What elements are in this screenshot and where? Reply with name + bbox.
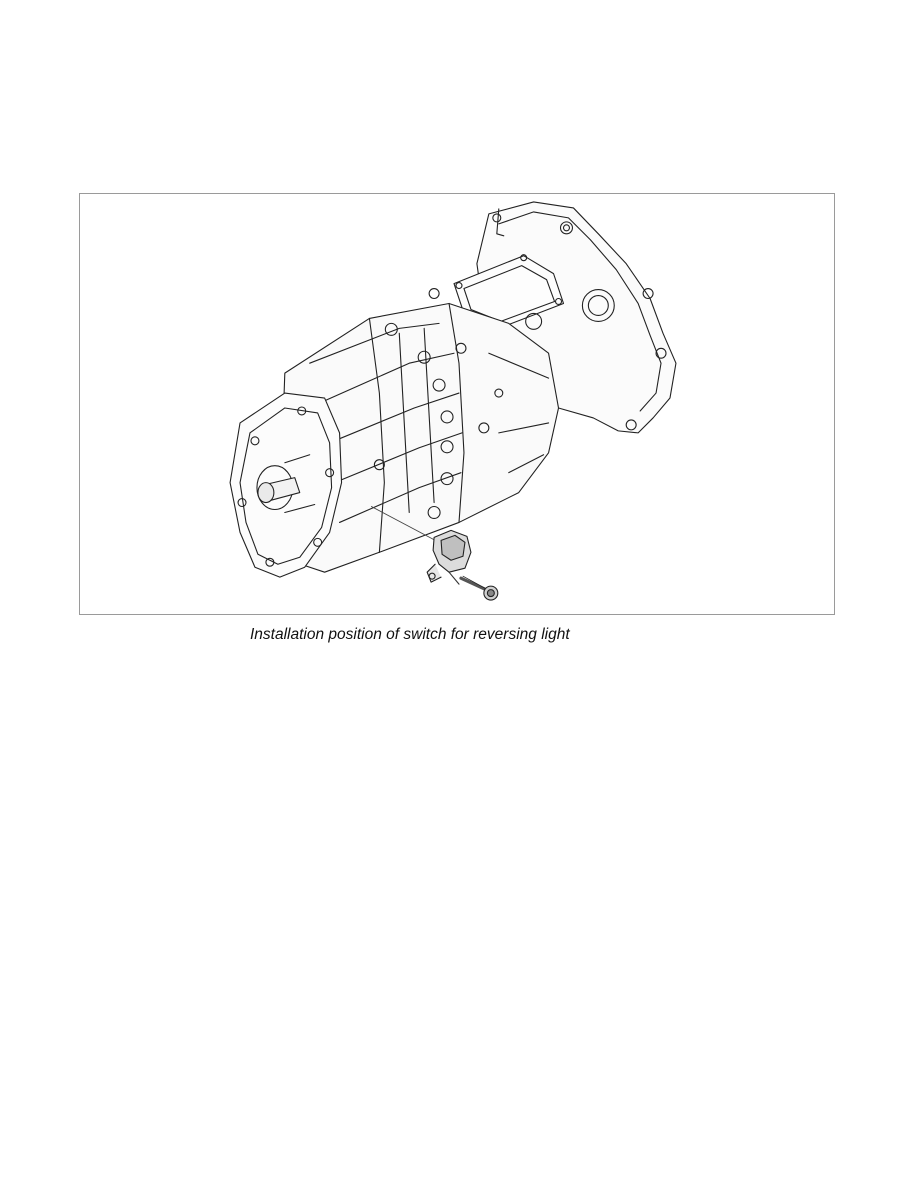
reversing-light-switch-icon	[426, 529, 472, 585]
output-flange	[229, 392, 343, 578]
gearbox-body	[279, 302, 560, 573]
transmission-illustration	[229, 201, 677, 601]
figure-frame	[79, 193, 835, 615]
figure-caption: Installation position of switch for reve…	[250, 626, 570, 643]
mounting-bolt-icon	[459, 575, 499, 601]
